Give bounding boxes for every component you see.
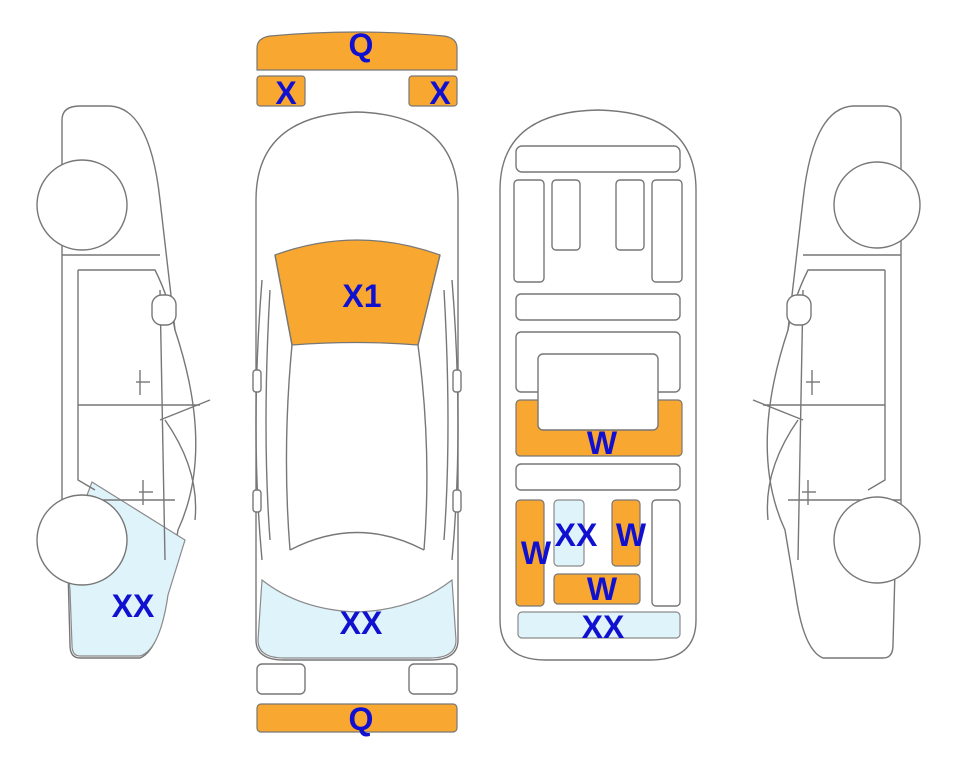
label-right-headlight: X (429, 75, 451, 111)
left-headlight-damage (256, 75, 306, 107)
label-floor-middle: W (587, 425, 618, 461)
top-rear-damage (257, 578, 457, 659)
left-side-view: XX (36, 105, 211, 659)
label-floor-bottom: XX (582, 609, 625, 645)
top-view: Q X X X1 XX Q (252, 27, 462, 737)
floor-right-small-damage (611, 499, 641, 567)
label-rear-bumper: Q (349, 701, 374, 737)
right-headlight-damage (408, 75, 458, 107)
label-hood: X1 (342, 278, 381, 314)
label-top-rear: XX (340, 605, 383, 641)
label-floor-center-small: XX (555, 517, 598, 553)
underbody-view: W W XX W W XX (499, 109, 697, 661)
label-floor-left-strip: W (521, 535, 552, 571)
floor-lower-damage (553, 573, 641, 605)
label-left-headlight: X (275, 75, 297, 111)
front-bumper-damage (256, 31, 458, 71)
rear-bumper-damage (256, 703, 458, 733)
floor-left-strip-damage (515, 499, 545, 607)
label-left-side-rear: XX (112, 588, 155, 624)
floor-center-small-damage (553, 499, 585, 567)
floor-bottom-damage (517, 611, 681, 639)
label-front-bumper: Q (349, 27, 374, 63)
label-floor-lower: W (587, 571, 618, 607)
right-side-view (752, 105, 921, 659)
label-floor-right-small: W (616, 517, 647, 553)
